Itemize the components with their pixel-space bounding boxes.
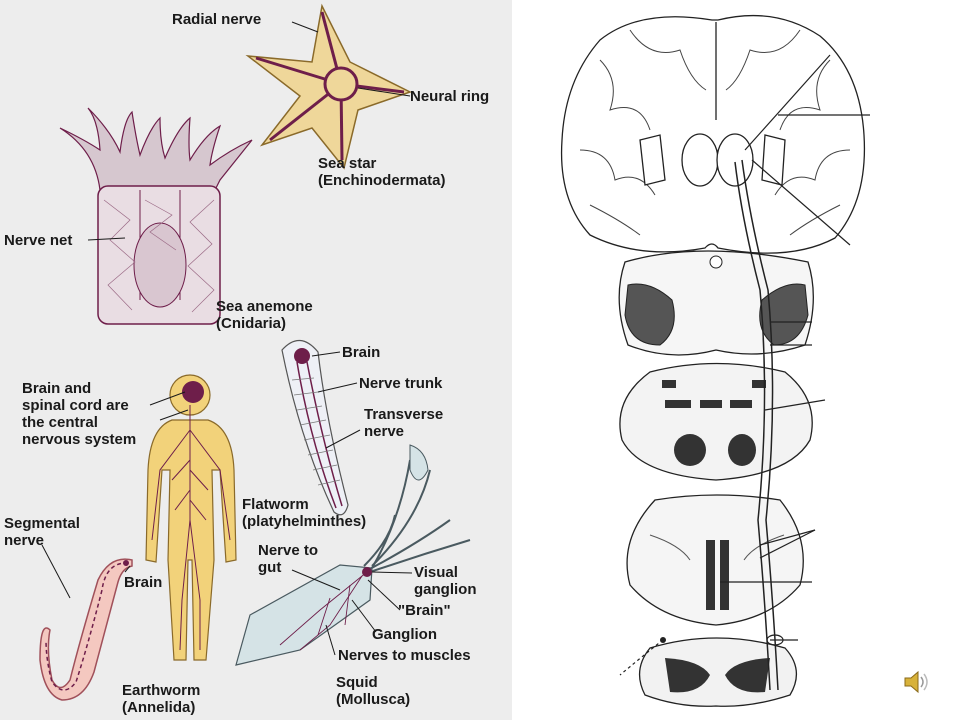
label-flatworm: Flatworm (platyhelminthes)	[242, 496, 367, 530]
label-nerve-trunk: Nerve trunk	[359, 375, 443, 392]
pons-section	[619, 362, 813, 481]
label-visual-ganglion: Visual ganglion	[414, 564, 477, 598]
label-nerves-to-muscles: Nerves to muscles	[338, 647, 471, 664]
label-squid: Squid (Mollusca)	[336, 674, 411, 708]
label-sea-anemone: Sea anemone (Cnidaria)	[216, 298, 313, 332]
earthworm-drawing	[39, 544, 133, 701]
cerebrum-coronal-section	[560, 14, 866, 254]
spinal-cord-section	[638, 637, 797, 707]
label-nerve-net: Nerve net	[4, 232, 73, 249]
label-nerve-to-gut: Nerve to gut	[258, 542, 319, 576]
squid-drawing	[235, 444, 471, 666]
label-earthworm-brain: Brain	[124, 574, 163, 591]
sea-anemone-drawing	[59, 107, 253, 325]
corticospinal-tract-lines	[619, 54, 870, 691]
invertebrate-nervous-systems-drawing	[39, 3, 471, 701]
label-segmental-nerve: Segmental nerve	[4, 515, 80, 549]
flatworm-drawing	[281, 339, 361, 516]
label-flatworm-brain: Brain	[342, 344, 381, 361]
label-squid-brain: "Brain"	[398, 602, 451, 619]
medulla-section	[626, 494, 804, 626]
label-transverse-nerve: Transverse nerve	[364, 406, 444, 440]
human-figure-drawing	[145, 374, 237, 661]
label-sea-star: Sea star (Enchinodermata)	[318, 155, 446, 189]
label-neural-ring: Neural ring	[410, 88, 490, 105]
label-ganglion: Ganglion	[372, 626, 437, 643]
speaker-icon[interactable]	[902, 668, 932, 696]
label-radial-nerve: Radial nerve	[172, 11, 262, 28]
label-central-nervous-system: Brain and spinal cord are the central ne…	[22, 380, 137, 448]
left-panel-invertebrates	[0, 0, 512, 720]
label-earthworm: Earthworm (Annelida)	[122, 682, 201, 716]
sea-star-drawing	[245, 3, 412, 170]
midbrain-section	[618, 250, 814, 356]
